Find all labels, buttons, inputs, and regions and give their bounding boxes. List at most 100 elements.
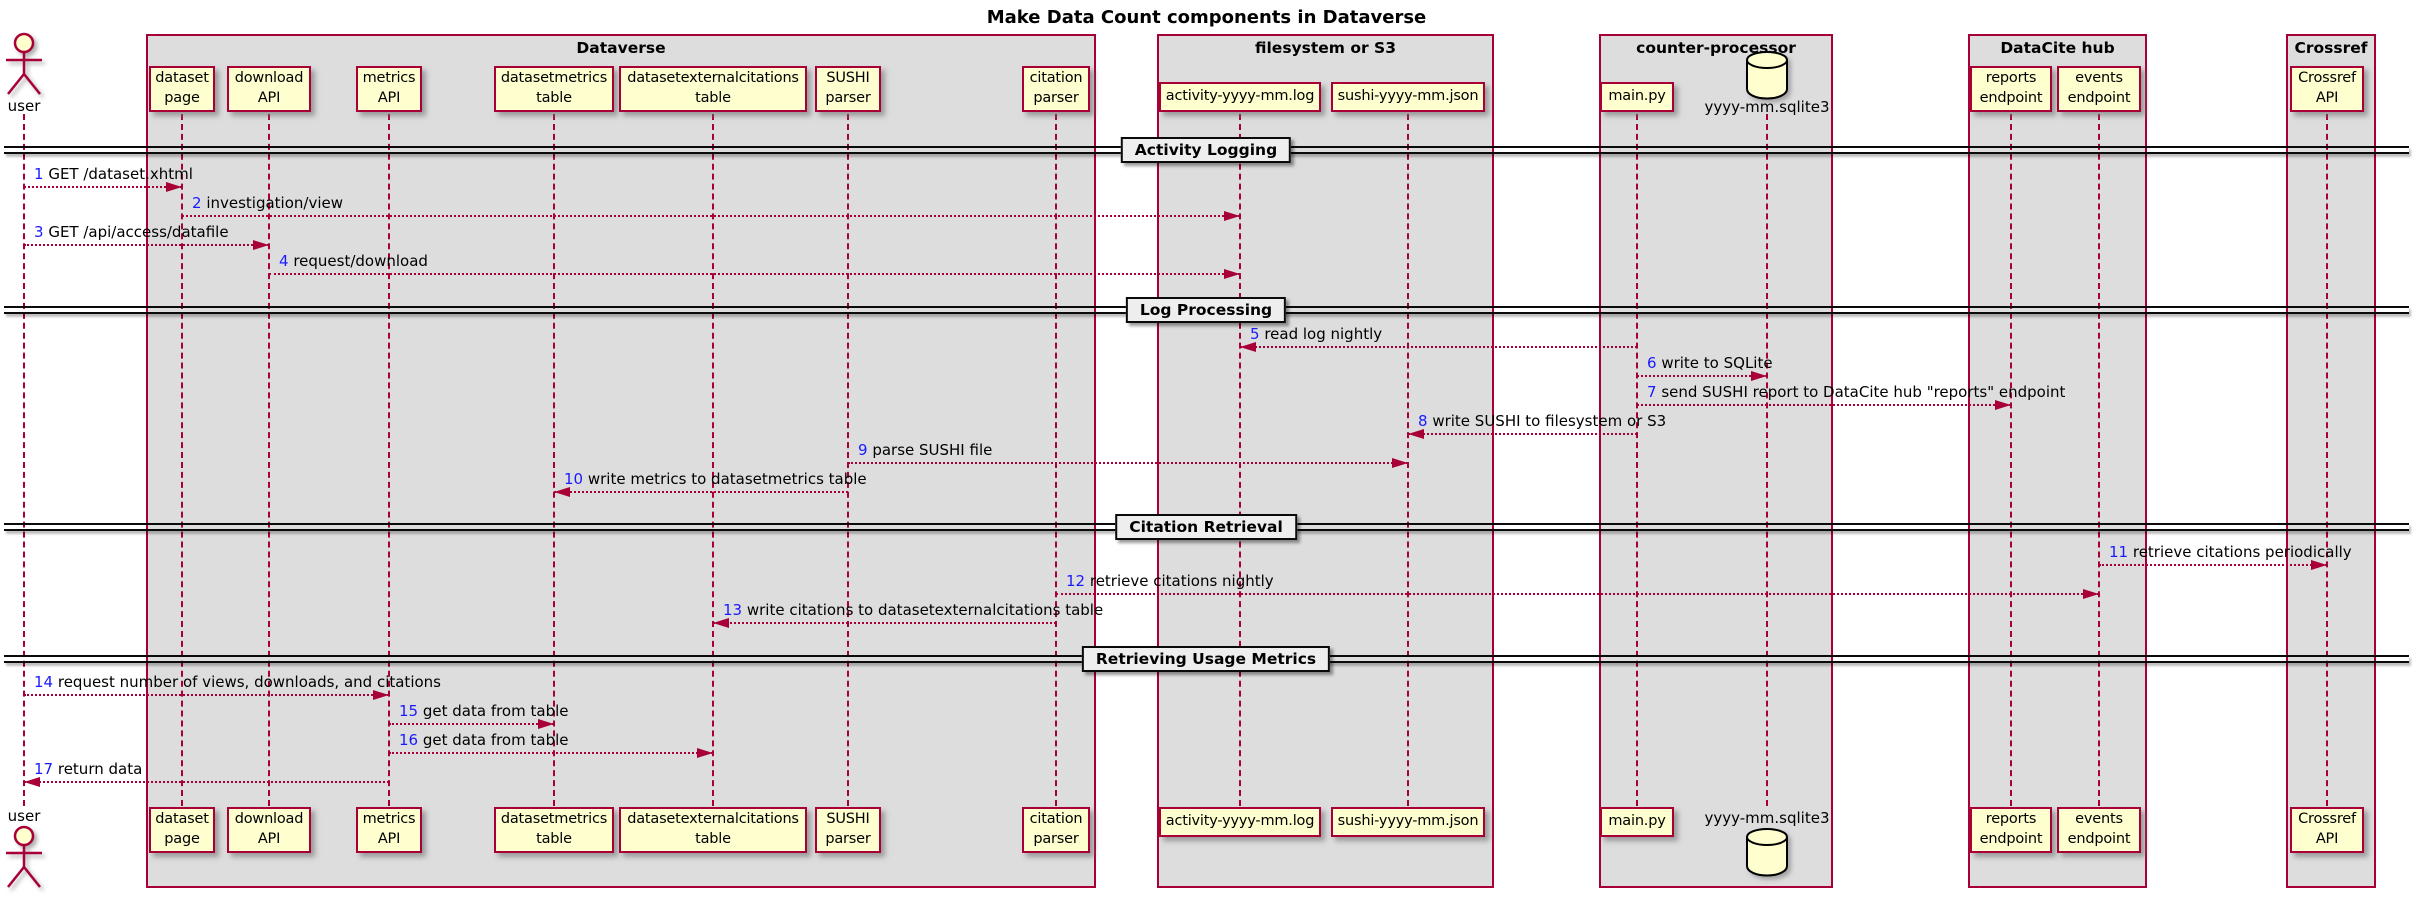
message-label: 3 GET /api/access/datafile [34,223,229,241]
lifeline-main-py [1636,114,1638,806]
arrowhead-icon [1751,370,1767,381]
participant-citation-parser-top: citation parser [1022,66,1090,112]
user-actor-icon-bottom [0,825,48,895]
participant-datasetmetrics-table-top: datasetmetrics table [494,66,614,112]
lifeline-download-api [268,114,270,806]
participant-crossref-api-bottom: Crossref API [2290,807,2364,853]
message-label: 14 request number of views, downloads, a… [34,673,441,691]
arrowhead-icon [538,718,554,729]
message-label: 11 retrieve citations periodically [2109,543,2352,561]
message-text: request number of views, downloads, and … [53,673,441,691]
message-text: send SUSHI report to DataCite hub "repor… [1656,383,2066,401]
message-line [713,622,1056,624]
arrowhead-icon [2311,559,2327,570]
group-label-filesystem: filesystem or S3 [1255,39,1396,57]
message-number: 15 [399,702,419,720]
lifeline-sqlite [1766,114,1768,806]
message-number: 13 [723,601,743,619]
message-line [24,244,269,246]
message-text: read log nightly [1259,325,1383,343]
participant-reports-endpoint-top: reports endpoint [1970,66,2052,112]
participant-sushi-parser-bottom: SUSHI parser [815,807,881,853]
arrowhead-icon [1995,399,2011,410]
arrowhead-icon [253,239,269,250]
message-text: return data [53,760,143,778]
database-icon-bottom [1743,827,1791,881]
arrowhead-icon [697,747,713,758]
lifeline-datasetmetrics-table [553,114,555,806]
message-label: 12 retrieve citations nightly [1066,572,1274,590]
arrowhead-icon [2083,588,2099,599]
group-box-counter [1599,34,1833,888]
lifeline-reports-endpoint [2010,114,2012,806]
message-label: 6 write to SQLite [1647,354,1773,372]
message-text: get data from table [418,731,569,749]
message-label: 4 request/download [279,252,428,270]
message-number: 9 [858,441,868,459]
message-line [1408,433,1637,435]
participant-sushi-parser-top: SUSHI parser [815,66,881,112]
message-number: 1 [34,165,44,183]
message-text: investigation/view [201,194,343,212]
participant-activity-log-bottom: activity-yyyy-mm.log [1159,807,1321,837]
participant-download-api-bottom: download API [227,807,311,853]
database-label-bottom: yyyy-mm.sqlite3 [1704,809,1830,827]
message-number: 3 [34,223,44,241]
lifeline-citation-parser [1055,114,1057,806]
group-box-crossref [2286,34,2376,888]
participant-datasetexternalcitations-table-bottom: datasetexternalcitations table [619,807,807,853]
participant-main-py-bottom: main.py [1600,807,1674,837]
participant-datasetmetrics-table-bottom: datasetmetrics table [494,807,614,853]
group-label-crossref: Crossref [2294,39,2368,57]
section-label-retrieving-usage-metrics: Retrieving Usage Metrics [1081,646,1331,672]
user-label-bottom: user [7,807,41,825]
message-number: 14 [34,673,54,691]
message-text: GET /api/access/datafile [43,223,229,241]
arrowhead-icon [554,486,570,497]
message-line [24,186,182,188]
message-text: get data from table [418,702,569,720]
participant-metrics-api-bottom: metrics API [356,807,422,853]
message-number: 12 [1066,572,1086,590]
message-line [1637,404,2011,406]
group-label-datacite: DataCite hub [2000,39,2115,57]
message-label: 5 read log nightly [1250,325,1382,343]
arrowhead-icon [1392,457,1408,468]
participant-dataset-page-top: dataset page [149,66,215,112]
participant-citation-parser-bottom: citation parser [1022,807,1090,853]
lifeline-dataset-page [181,114,183,806]
participant-sushi-json-top: sushi-yyyy-mm.json [1331,82,1485,112]
participant-activity-log-top: activity-yyyy-mm.log [1159,82,1321,112]
message-line [389,752,713,754]
database-icon-top [1743,50,1791,104]
arrowhead-icon [24,776,40,787]
participant-reports-endpoint-bottom: reports endpoint [1970,807,2052,853]
lifeline-sushi-parser [847,114,849,806]
message-text: write SUSHI to filesystem or S3 [1427,412,1667,430]
group-box-dataverse [146,34,1096,888]
message-number: 7 [1647,383,1657,401]
arrowhead-icon [166,181,182,192]
lifeline-user [23,114,25,806]
group-box-filesystem [1157,34,1494,888]
message-number: 4 [279,252,289,270]
arrowhead-icon [1408,428,1424,439]
group-label-dataverse: Dataverse [576,39,666,57]
message-label: 7 send SUSHI report to DataCite hub "rep… [1647,383,2065,401]
message-line [182,215,1240,217]
message-line [24,694,389,696]
user-label-top: user [7,97,41,115]
participant-dataset-page-bottom: dataset page [149,807,215,853]
message-line [1056,593,2099,595]
message-label: 13 write citations to datasetexternalcit… [723,601,1103,619]
message-label: 2 investigation/view [192,194,343,212]
message-line [24,781,389,783]
diagram-title: Make Data Count components in Dataverse [986,7,1427,28]
participant-events-endpoint-bottom: events endpoint [2057,807,2141,853]
message-number: 5 [1250,325,1260,343]
user-actor-icon-top [0,32,48,102]
message-label: 17 return data [34,760,142,778]
message-line [554,491,848,493]
participant-main-py-top: main.py [1600,82,1674,112]
message-text: write metrics to datasetmetrics table [583,470,867,488]
